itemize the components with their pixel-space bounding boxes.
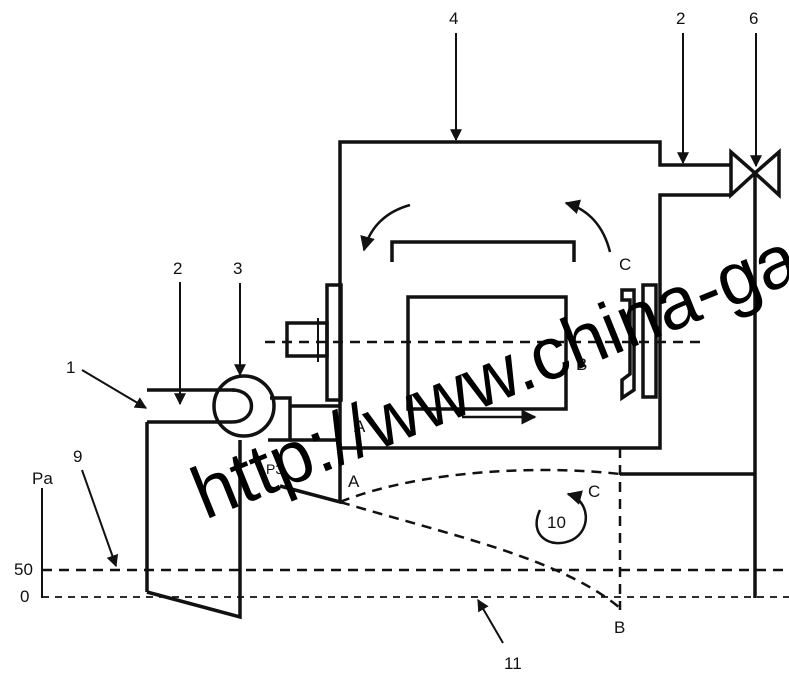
workpiece-block [406,295,568,411]
watermark-text: http://www.china-ga [180,216,789,535]
point-b-bottom: B [614,618,625,637]
point-p3: P3 [266,461,283,477]
leader-1 [81,369,148,409]
callout-1: 1 [66,358,75,377]
door-assembly-left [285,283,343,402]
circulation-arrow-left [360,203,411,252]
leader-9 [81,469,119,568]
pressure-curve-lower [339,500,621,609]
circulation-arrow-right [564,199,612,253]
leader-11 [477,598,504,644]
burner-fitting [212,374,340,442]
axis-tick-0: 0 [20,587,29,606]
callout-2-left: 2 [173,259,182,278]
point-c-bottom: C [588,482,600,501]
axis-unit-pa: Pa [32,469,53,488]
roof-plate [390,240,576,262]
point-a-bottom: A [348,472,360,491]
pressure-axis [41,488,789,598]
pressure-profile-left [146,440,242,620]
furnace-chamber [338,140,730,450]
point-c-top: C [619,255,631,274]
callout-11: 11 [504,654,522,673]
point-a-top: A [354,417,366,436]
callout-3: 3 [233,259,242,278]
callout-6: 6 [749,9,758,28]
callout-10: 10 [547,513,566,532]
point-b-top: B [576,355,587,374]
pressure-curve-upper [339,468,621,504]
exhaust-valve [729,148,781,598]
axis-tick-50: 50 [14,560,33,579]
callout-2-top: 2 [676,9,685,28]
callout-4: 4 [449,9,458,28]
callout-9: 9 [73,447,82,466]
rotation-arrow-10 [535,490,588,545]
